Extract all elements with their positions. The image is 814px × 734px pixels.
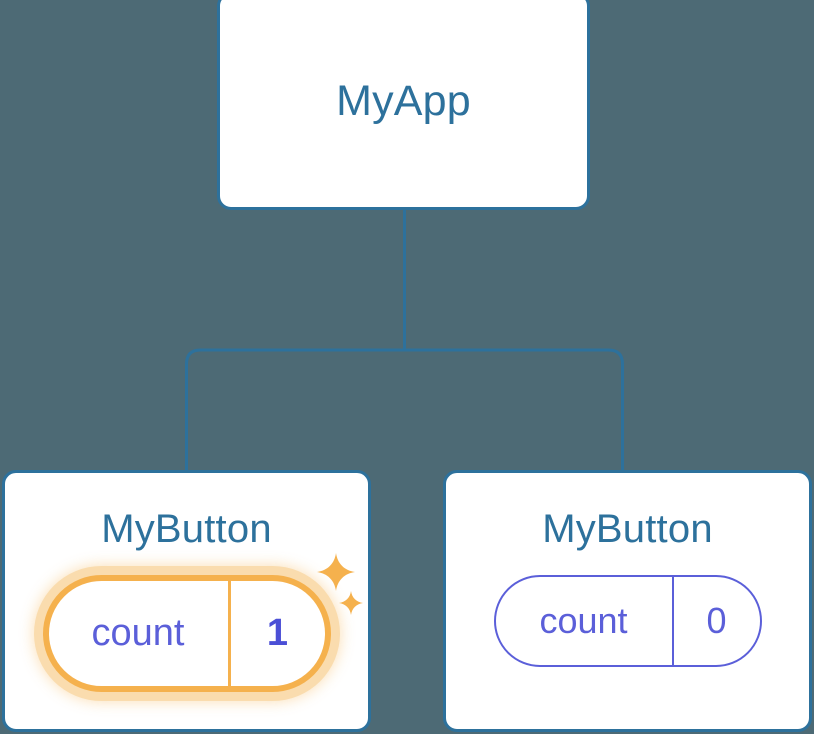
state-divider [227,581,231,686]
state-key: count [91,612,185,654]
state-divider [671,577,674,665]
state-value: 1 [266,612,289,654]
node-title: MyApp [336,76,471,125]
state-pill-inactive[interactable]: count 0 [493,575,762,667]
node-mybutton-right[interactable]: MyButton count 0 [443,470,812,732]
state-pill-wrapper: count 0 [493,575,762,667]
state-value: 0 [706,600,727,641]
node-mybutton-left[interactable]: MyButton count 1 [2,470,371,732]
state-pill-wrapper: count 1 [42,553,363,692]
edge-branch-bus [185,348,624,470]
node-title: MyButton [101,507,272,551]
state-key: count [539,600,628,641]
node-title: MyButton [542,507,713,551]
sparkle-icon [338,591,363,615]
state-pill-active[interactable]: count 1 [42,575,331,692]
node-myapp[interactable]: MyApp [217,0,590,210]
